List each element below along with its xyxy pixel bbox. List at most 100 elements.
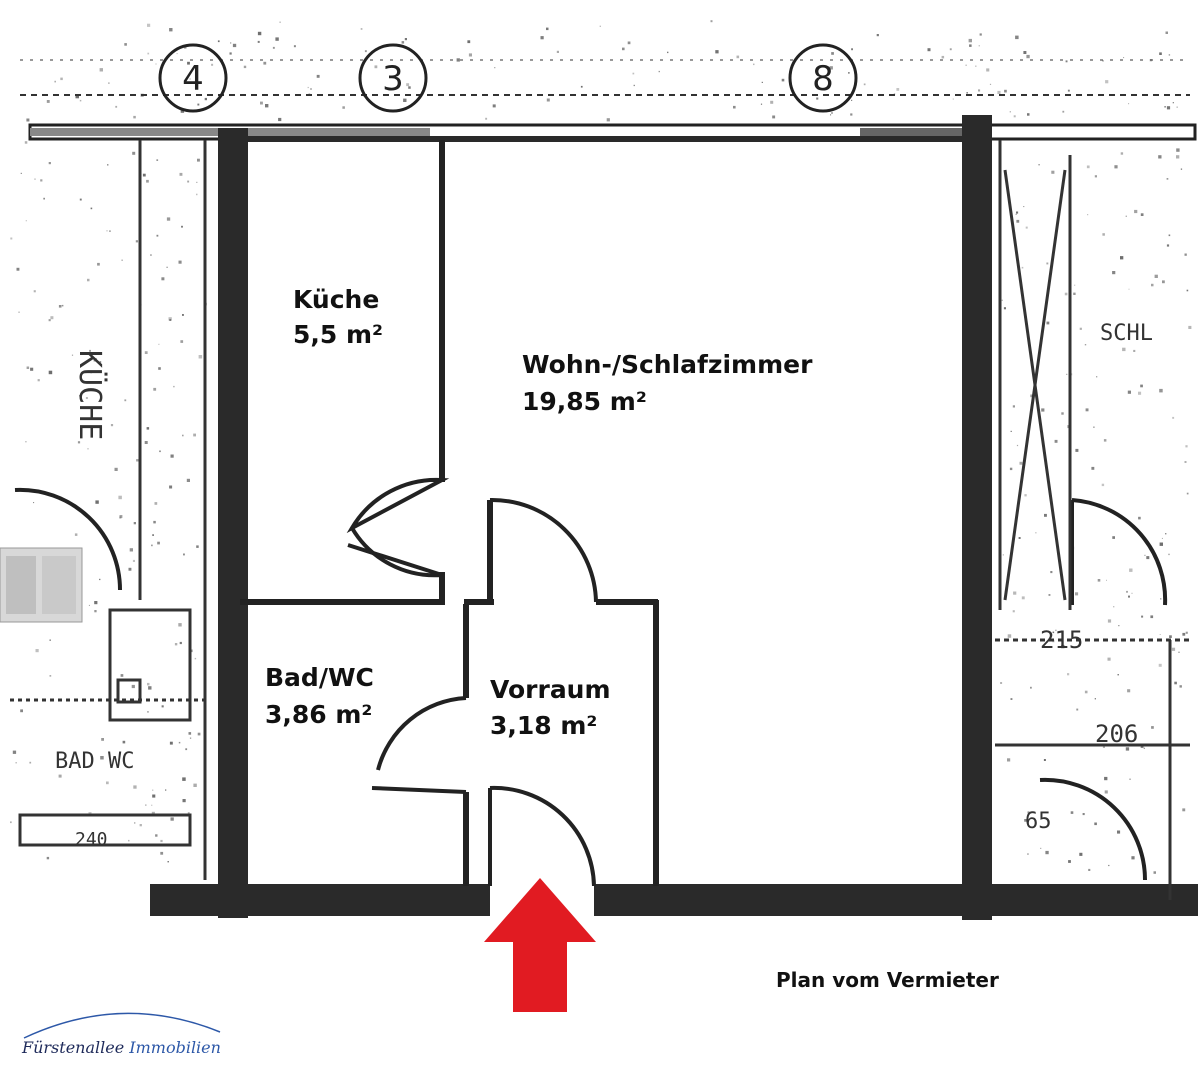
speckle-dot [627, 41, 631, 45]
speckle-dot [1176, 106, 1178, 108]
speckle-dot [176, 53, 178, 55]
speckle-dot [1120, 152, 1124, 155]
speckle-dot [1126, 590, 1128, 593]
speckle-dot [1168, 54, 1171, 56]
speckle-dot [1015, 213, 1017, 215]
speckle-dot [1127, 390, 1131, 394]
speckle-dot [1030, 394, 1033, 398]
speckle-dot [1079, 852, 1083, 856]
speckle-dot [1185, 631, 1188, 634]
speckle-dot [1186, 289, 1189, 292]
speckle-dot [161, 705, 164, 708]
speckle-dot [46, 856, 50, 860]
speckle-dot [90, 372, 92, 374]
speckle-dot [1043, 759, 1046, 761]
speckle-dot [1184, 253, 1187, 256]
speckle-dot [186, 478, 190, 482]
speckle-dot [79, 99, 82, 102]
speckle-dot [1166, 106, 1171, 110]
speckle-dot [196, 181, 198, 183]
speckle-dot [185, 748, 188, 751]
speckle-dot [156, 159, 159, 161]
speckle-dot [952, 98, 954, 100]
speckle-dot [710, 20, 713, 23]
scan-texture [10, 20, 1192, 874]
speckle-dot [10, 237, 13, 240]
speckle-dot [110, 424, 114, 427]
interior-walls [240, 140, 659, 886]
speckle-dot [1097, 579, 1101, 582]
speckle-dot [154, 502, 158, 505]
speckle-dot [132, 559, 135, 562]
speckle-dot [94, 601, 98, 605]
speckle-dot [263, 61, 267, 65]
speckle-dot [1182, 632, 1186, 636]
speckle-dot [1010, 698, 1013, 700]
speckle-dot [1151, 726, 1154, 729]
speckle-dot [179, 641, 182, 645]
grid-marker-3: 3 [358, 43, 428, 113]
speckle-dot [133, 115, 136, 119]
speckle-dot [106, 781, 109, 785]
speckle-dot [342, 106, 345, 109]
room-area-vorraum: 3,18 m² [490, 711, 598, 740]
speckle-dot [49, 639, 51, 641]
speckle-dot [1174, 681, 1177, 685]
speckle-dot [12, 750, 17, 754]
speckle-dot [1154, 274, 1158, 278]
speckle-dot [194, 657, 197, 660]
room-area-kueche: 5,5 m² [293, 320, 383, 349]
speckle-dot [71, 354, 74, 356]
speckle-dot [168, 317, 172, 321]
speckle-dot [131, 684, 135, 689]
speckle-dot [94, 610, 97, 613]
speckle-dot [133, 522, 136, 525]
speckle-dot [1012, 405, 1015, 408]
speckle-dot [770, 100, 774, 104]
speckle-dot [1093, 426, 1095, 428]
annotation-kueche: KÜCHE [72, 350, 108, 440]
speckle-dot [232, 43, 237, 48]
neighbour-annotations: KÜCHE BAD WC 240 SCHL 215 206 65 [55, 321, 1153, 850]
speckle-dot [403, 98, 407, 102]
apartment-walls [150, 115, 1198, 920]
speckle-dot [1164, 106, 1166, 108]
speckle-dot [1162, 280, 1165, 284]
speckle-dot [1067, 89, 1070, 92]
speckle-dot [1076, 708, 1079, 711]
speckle-dot [374, 65, 378, 69]
speckle-dot [1073, 292, 1076, 295]
speckle-dot [468, 53, 472, 57]
speckle-dot [173, 385, 175, 388]
speckle-dot [1129, 568, 1133, 572]
speckle-dot [968, 38, 972, 43]
speckle-dot [406, 83, 410, 87]
speckle-dot [1184, 461, 1187, 463]
speckle-dot [1113, 606, 1115, 608]
speckle-dot [169, 741, 173, 745]
speckle-dot [1105, 80, 1109, 84]
speckle-dot [1084, 690, 1088, 694]
speckle-dot [1025, 226, 1028, 229]
speckle-dot [1179, 685, 1182, 688]
speckle-dot [97, 262, 100, 266]
speckle-dot [119, 515, 123, 518]
speckle-dot [109, 230, 111, 232]
speckle-dot [16, 267, 20, 271]
speckle-dot [178, 260, 182, 264]
speckle-dot [147, 23, 151, 27]
speckle-dot [1102, 60, 1104, 62]
speckle-dot [150, 254, 152, 256]
speckle-dot [197, 158, 200, 162]
speckle-dot [1120, 256, 1124, 260]
speckle-dot [211, 63, 214, 66]
speckle-dot [1035, 532, 1037, 534]
speckle-dot [1096, 376, 1098, 378]
speckle-dot [37, 379, 40, 382]
speckle-dot [404, 38, 407, 41]
speckle-dot [927, 48, 931, 52]
speckle-dot [1172, 102, 1174, 104]
speckle-dot [1117, 674, 1119, 676]
speckle-dot [147, 682, 150, 686]
speckle-dot [876, 34, 879, 37]
